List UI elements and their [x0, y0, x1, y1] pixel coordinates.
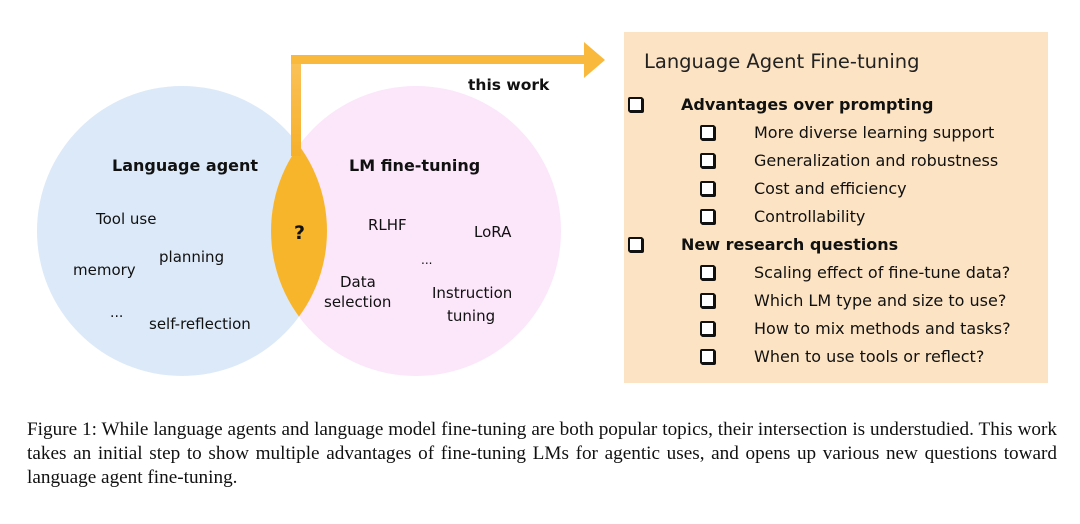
- list-item: Generalization and robustness: [700, 151, 998, 170]
- figure-caption: Figure 1: While language agents and lang…: [27, 419, 1057, 488]
- checkbox-icon: [700, 264, 715, 280]
- section-heading: Advantages over prompting: [681, 95, 934, 114]
- list-item-label: Which LM type and size to use?: [754, 291, 1007, 310]
- list-item-label: Scaling effect of fine-tune data?: [754, 263, 1011, 282]
- checkbox-icon: [700, 348, 715, 364]
- tool-use-label: Tool use: [95, 210, 156, 228]
- venn-diagram: this work Language agent Tool use planni…: [37, 42, 605, 376]
- self-reflection-label: self-reflection: [149, 315, 251, 333]
- checkbox-icon: [700, 180, 715, 196]
- checkbox-icon: [700, 208, 715, 224]
- list-item-label: When to use tools or reflect?: [754, 347, 985, 366]
- list-item-label: Controllability: [754, 207, 866, 226]
- section-advantages: Advantages over prompting: [628, 95, 933, 114]
- list-item: Scaling effect of fine-tune data?: [700, 263, 1010, 282]
- arrow-stem: [291, 55, 301, 156]
- arrow-shaft: [291, 55, 585, 64]
- list-item-label: Cost and efficiency: [754, 179, 907, 198]
- intersection-question-mark: ?: [294, 222, 305, 244]
- checkbox-icon: [700, 152, 715, 168]
- list-item: When to use tools or reflect?: [700, 347, 984, 366]
- selection-label: selection: [324, 293, 391, 311]
- data-label: Data: [340, 273, 376, 291]
- section-research-questions: New research questions: [628, 235, 898, 254]
- checkbox-icon: [700, 320, 715, 336]
- rlhf-label: RLHF: [368, 216, 407, 234]
- planning-label: planning: [159, 248, 224, 266]
- section-heading: New research questions: [681, 235, 899, 254]
- list-item: More diverse learning support: [700, 123, 994, 142]
- checkbox-icon: [700, 292, 715, 308]
- list-item-label: More diverse learning support: [754, 123, 995, 142]
- right-ellipsis: ...: [421, 253, 432, 267]
- list-item: Controllability: [700, 207, 865, 226]
- arrow-label: this work: [468, 76, 550, 94]
- list-item-label: Generalization and robustness: [754, 151, 999, 170]
- list-item: How to mix methods and tasks?: [700, 319, 1011, 338]
- list-item: Which LM type and size to use?: [700, 291, 1006, 310]
- instruction-label: Instruction: [432, 284, 512, 302]
- lm-fine-tuning-title: LM fine-tuning: [349, 156, 480, 175]
- list-item-label: How to mix methods and tasks?: [754, 319, 1011, 338]
- fine-tuning-summary-panel: Language Agent Fine-tuning Advantages ov…: [624, 32, 1048, 383]
- checkbox-icon: [700, 124, 715, 140]
- checkbox-icon: [628, 236, 643, 252]
- language-agent-circle: [37, 86, 327, 376]
- lm-fine-tuning-circle: [271, 86, 561, 376]
- checkbox-icon: [628, 96, 643, 112]
- panel-title: Language Agent Fine-tuning: [644, 50, 920, 73]
- tuning-label: tuning: [447, 307, 495, 325]
- list-item: Cost and efficiency: [700, 179, 907, 198]
- arrow-head-icon: [584, 42, 605, 78]
- left-ellipsis: ...: [110, 305, 123, 321]
- language-agent-title: Language agent: [112, 156, 258, 175]
- memory-label: memory: [73, 261, 136, 279]
- lora-label: LoRA: [474, 223, 512, 241]
